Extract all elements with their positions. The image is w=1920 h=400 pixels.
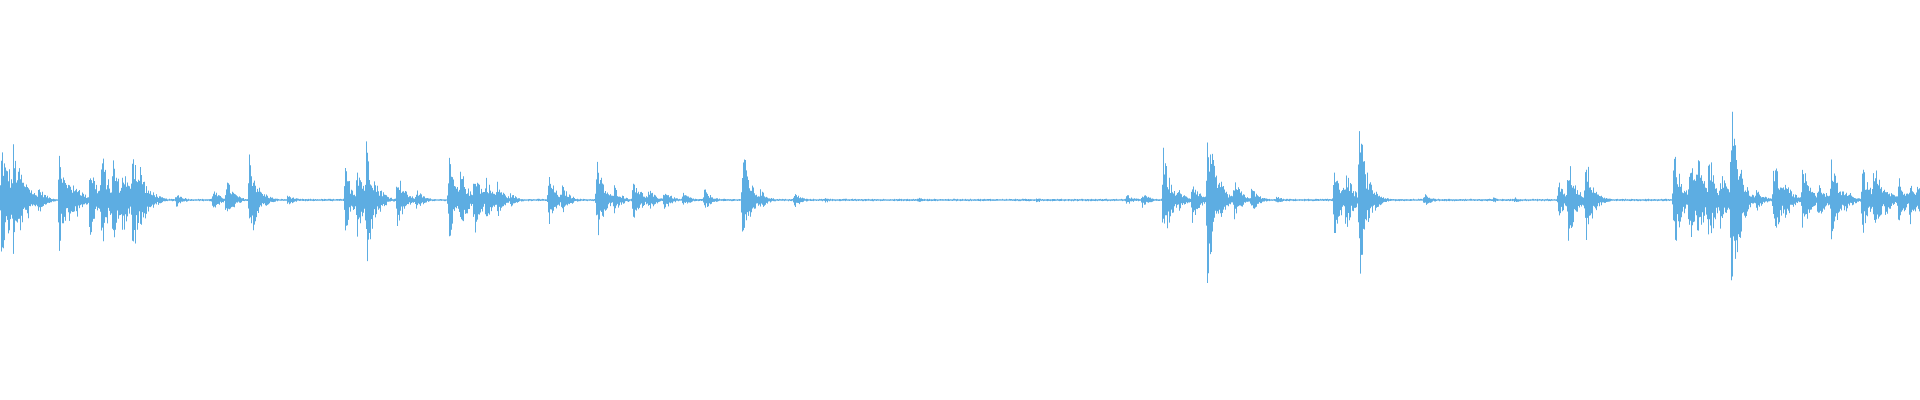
waveform-bars bbox=[0, 111, 1920, 283]
waveform-signal bbox=[0, 111, 1920, 283]
